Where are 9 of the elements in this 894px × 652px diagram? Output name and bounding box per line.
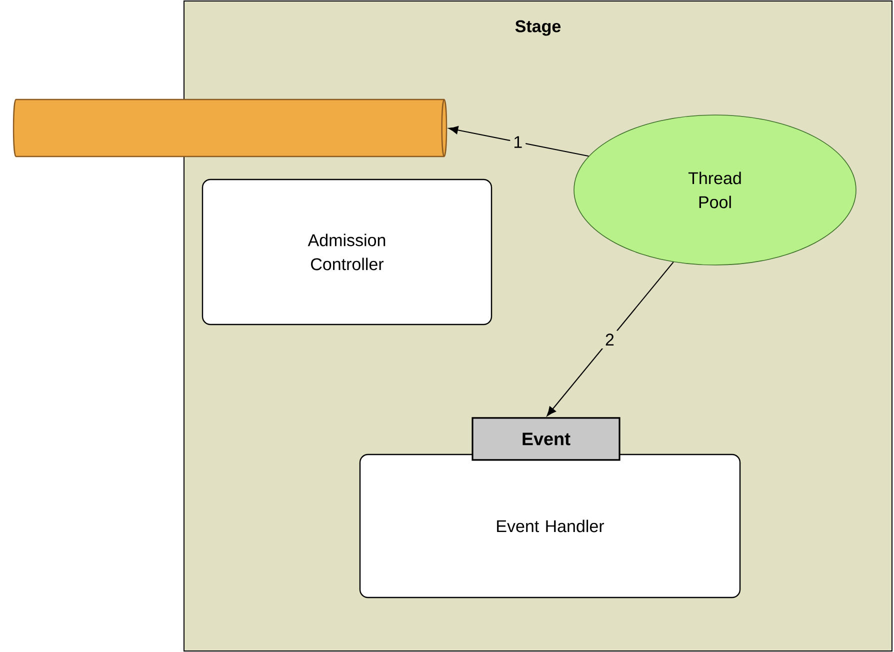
arrow: [546, 262, 674, 416]
edge-label: 2: [602, 330, 618, 349]
arrow: [448, 126, 589, 157]
handler-box: Event Handler: [359, 454, 741, 598]
event-tag: Event: [472, 417, 620, 461]
panel-title: Stage: [515, 20, 561, 36]
edge-label: 1: [510, 133, 526, 151]
controller-box: Admission Controller: [202, 178, 492, 326]
queue-cylinder: [12, 98, 448, 158]
